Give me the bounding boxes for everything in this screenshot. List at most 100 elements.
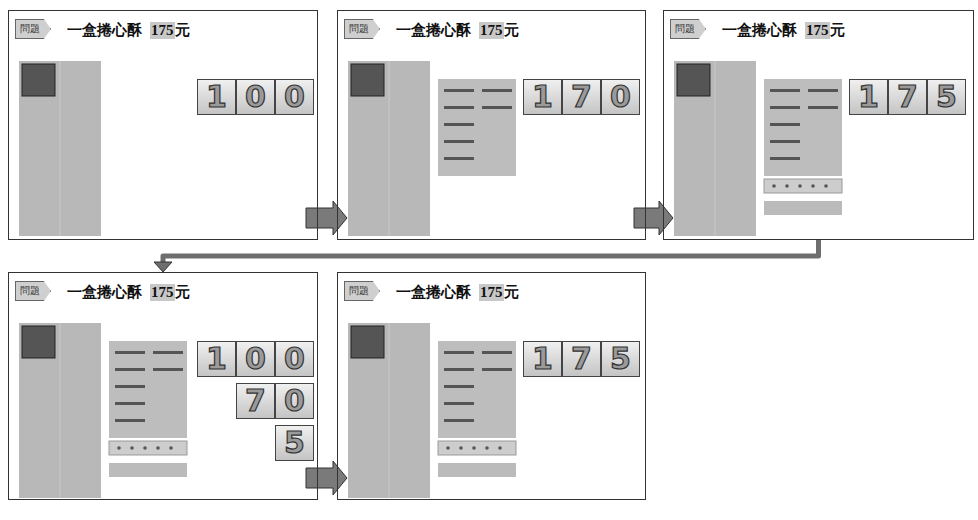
list-line bbox=[444, 368, 474, 371]
dot bbox=[785, 184, 789, 188]
dot-bar bbox=[438, 441, 516, 455]
dot bbox=[143, 446, 147, 450]
digit-text: 5 bbox=[610, 344, 631, 374]
side-column bbox=[348, 323, 430, 498]
title-text: 一盒捲心酥 bbox=[67, 283, 142, 302]
list-line bbox=[770, 157, 800, 160]
digit-card: 7 bbox=[888, 79, 927, 115]
list-line bbox=[770, 140, 800, 143]
digit-card: 0 bbox=[601, 79, 640, 115]
column-divider bbox=[60, 323, 61, 498]
price-number: 175 bbox=[479, 284, 504, 301]
digit-card: 7 bbox=[236, 383, 275, 419]
column-divider bbox=[715, 61, 716, 236]
dot bbox=[472, 446, 476, 450]
digit-text: 0 bbox=[284, 386, 305, 416]
list-line bbox=[115, 351, 145, 354]
grey-bar bbox=[438, 463, 516, 477]
list-line bbox=[444, 351, 474, 354]
price-unit: 元 bbox=[504, 283, 519, 302]
digit-text: 0 bbox=[284, 82, 305, 112]
block-arrow bbox=[634, 201, 673, 235]
digit-card: 0 bbox=[236, 79, 275, 115]
digit-text: 5 bbox=[284, 428, 305, 458]
digit-text: 0 bbox=[610, 82, 631, 112]
price-number: 175 bbox=[150, 22, 175, 39]
list-line bbox=[808, 89, 838, 92]
flow-arrow bbox=[154, 240, 819, 272]
list-line bbox=[770, 106, 800, 109]
digit-text: 1 bbox=[532, 82, 553, 112]
digit-card: 5 bbox=[927, 79, 966, 115]
picture-icon bbox=[22, 326, 55, 358]
digit-text: 1 bbox=[206, 82, 227, 112]
digit-text: 7 bbox=[571, 344, 592, 374]
digit-card: 5 bbox=[601, 341, 640, 377]
side-column bbox=[19, 61, 101, 236]
list-line bbox=[482, 106, 512, 109]
list-line bbox=[482, 89, 512, 92]
title-text: 一盒捲心酥 bbox=[67, 21, 142, 40]
list-line bbox=[115, 385, 145, 388]
list-line bbox=[444, 402, 474, 405]
question-tag: 問題 bbox=[15, 19, 51, 39]
list-line bbox=[153, 351, 183, 354]
list-panel bbox=[438, 341, 516, 438]
list-line bbox=[115, 402, 145, 405]
list-panel bbox=[109, 341, 187, 438]
digit-card: 0 bbox=[275, 383, 314, 419]
digit-card: 0 bbox=[236, 341, 275, 377]
digit-card: 5 bbox=[275, 425, 314, 461]
digit-card: 7 bbox=[562, 341, 601, 377]
slide-panel: 一盒捲心酥175元 問題 170 bbox=[337, 10, 646, 240]
list-line bbox=[444, 419, 474, 422]
digit-text: 7 bbox=[897, 82, 918, 112]
slide-panel: 一盒捲心酥175元問題175 bbox=[337, 272, 646, 500]
digit-card: 1 bbox=[197, 341, 236, 377]
picture-icon bbox=[351, 64, 384, 96]
dot bbox=[485, 446, 489, 450]
list-line bbox=[444, 157, 474, 160]
grey-bar bbox=[764, 201, 842, 215]
tag-text: 問題 bbox=[20, 23, 40, 34]
digit-text: 0 bbox=[284, 344, 305, 374]
price-number: 175 bbox=[150, 284, 175, 301]
slide-title: 一盒捲心酥 175元 bbox=[67, 21, 190, 40]
price-unit: 元 bbox=[175, 21, 190, 40]
slide-illustration bbox=[338, 11, 645, 239]
slide-title: 一盒捲心酥175元 bbox=[67, 283, 190, 302]
side-column bbox=[19, 323, 101, 498]
list-line bbox=[808, 106, 838, 109]
side-column bbox=[348, 61, 430, 236]
digit-text: 0 bbox=[245, 82, 266, 112]
list-panel bbox=[438, 79, 516, 176]
list-line bbox=[444, 140, 474, 143]
digit-card: 7 bbox=[562, 79, 601, 115]
question-tag: 問題 bbox=[670, 19, 706, 39]
price-number: 175 bbox=[479, 22, 504, 39]
tag-text: 問題 bbox=[349, 23, 369, 34]
question-tag: 問題 bbox=[15, 281, 51, 301]
digit-card: 0 bbox=[275, 79, 314, 115]
dot bbox=[117, 446, 121, 450]
dot bbox=[498, 446, 502, 450]
flow-arrow bbox=[306, 461, 347, 495]
digit-card: 1 bbox=[523, 341, 562, 377]
tag-text: 問題 bbox=[349, 285, 369, 296]
slide-title: 一盒捲心酥175元 bbox=[396, 21, 519, 40]
flow-arrow bbox=[306, 201, 347, 235]
digit-text: 1 bbox=[532, 344, 553, 374]
digit-card: 1 bbox=[523, 79, 562, 115]
title-text: 一盒捲心酥 bbox=[396, 283, 471, 302]
list-line bbox=[115, 419, 145, 422]
digit-text: 0 bbox=[245, 344, 266, 374]
question-tag: 問題 bbox=[344, 281, 380, 301]
picture-icon bbox=[677, 64, 710, 96]
dot bbox=[772, 184, 776, 188]
grey-bar bbox=[109, 463, 187, 477]
list-panel bbox=[764, 79, 842, 176]
side-column bbox=[674, 61, 756, 236]
list-line bbox=[770, 89, 800, 92]
list-line bbox=[444, 89, 474, 92]
